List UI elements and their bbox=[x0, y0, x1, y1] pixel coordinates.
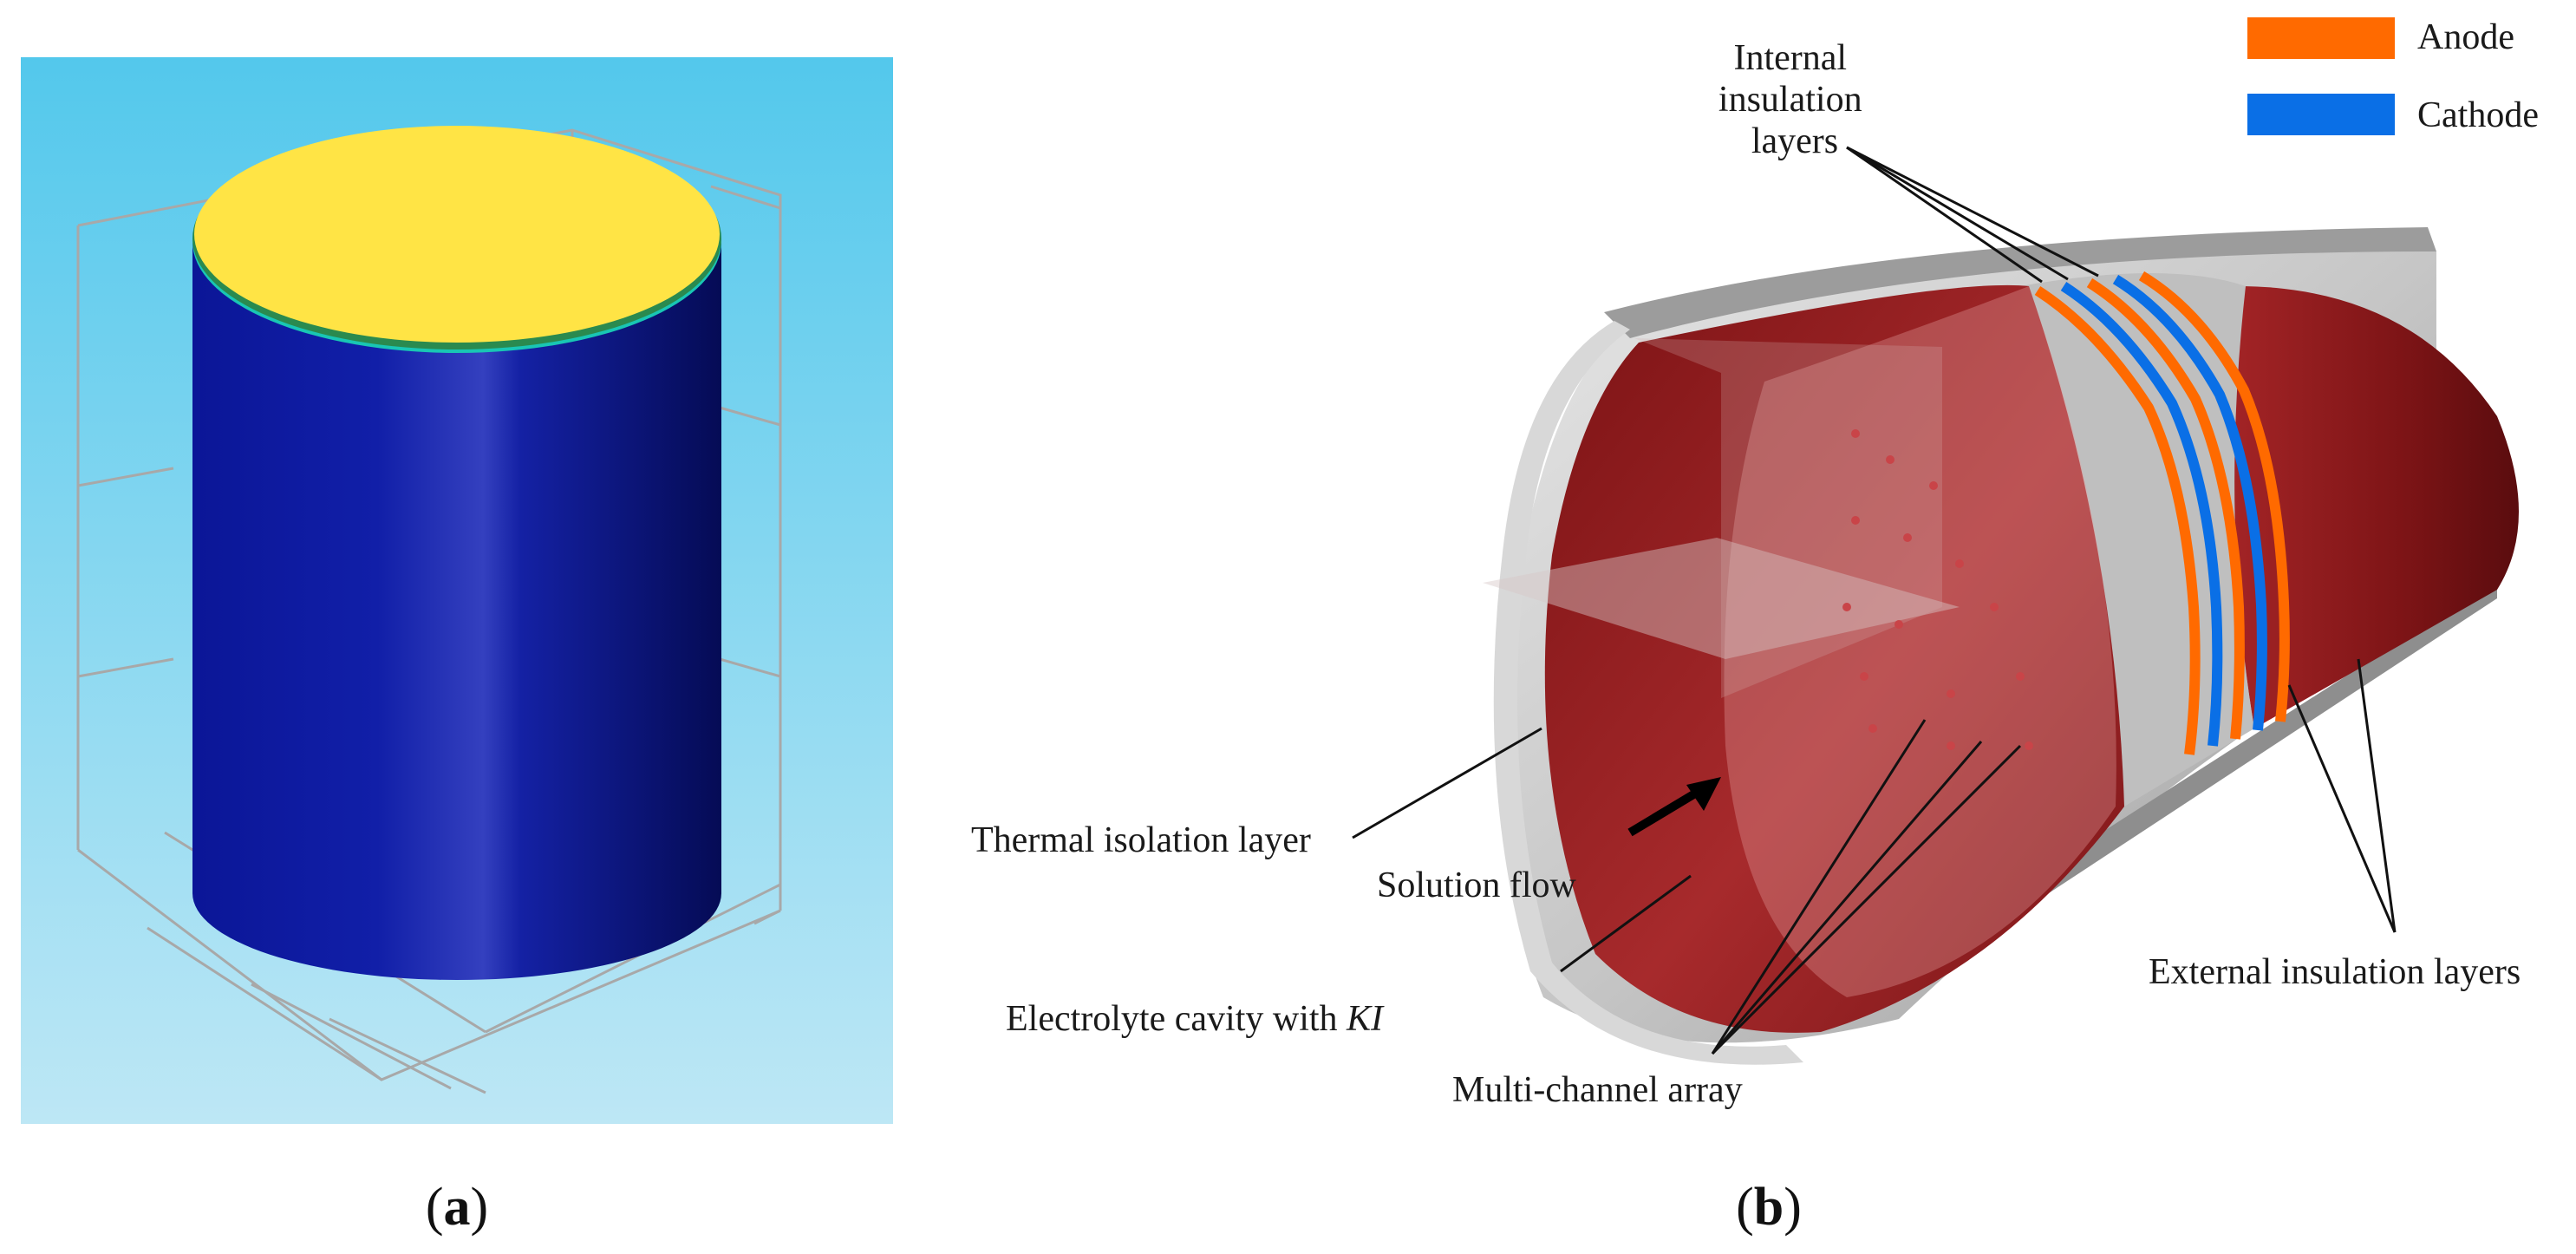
outer-red-surface bbox=[2231, 286, 2519, 728]
panel-b: Anode Cathode bbox=[971, 17, 2539, 1110]
top-shell-edge bbox=[1604, 227, 2436, 338]
legend-swatch-cathode bbox=[2247, 94, 2395, 135]
label-thermal-isolation: Thermal isolation layer bbox=[971, 820, 1311, 860]
anode-stripe-2 bbox=[2086, 278, 2245, 740]
translucent-disc bbox=[1724, 286, 2116, 997]
translucent-vertical-plane bbox=[1634, 338, 1942, 698]
cathode-stripe-1 bbox=[2060, 281, 2223, 747]
legend-swatch-anode bbox=[2247, 17, 2395, 59]
anode-stripe-3 bbox=[2138, 271, 2290, 722]
panel-a bbox=[21, 57, 893, 1124]
label-external-insulation: External insulation layers bbox=[2149, 952, 2521, 992]
label-internal-insulation: Internal insulation layers bbox=[1718, 38, 1871, 161]
electrolyte-cavity bbox=[1544, 284, 2124, 1033]
legend-label-anode: Anode bbox=[2417, 17, 2514, 57]
legend-label-cathode: Cathode bbox=[2417, 95, 2539, 135]
bottom-shell-edge bbox=[2020, 579, 2497, 906]
cylinder-top-face bbox=[194, 126, 720, 343]
label-solution-flow: Solution flow bbox=[1377, 865, 1577, 905]
channel-dots bbox=[1842, 429, 2033, 750]
solution-flow-arrow-shaft bbox=[1627, 787, 1702, 837]
caption-b: (b) bbox=[1736, 1178, 1802, 1237]
solution-flow-arrowhead bbox=[1686, 777, 1721, 811]
anode-stripe-1 bbox=[2034, 285, 2201, 755]
leader-lines bbox=[1352, 146, 2397, 1055]
cylinder-body bbox=[192, 238, 721, 980]
cathode-stripe-2 bbox=[2112, 274, 2267, 731]
label-multi-channel-array: Multi-channel array bbox=[1452, 1070, 1743, 1110]
label-electrolyte-cavity: Electrolyte cavity with KI bbox=[1006, 999, 1385, 1039]
electrode-stripes bbox=[2034, 271, 2290, 755]
translucent-horizontal-plane bbox=[1483, 538, 1960, 659]
caption-a: (a) bbox=[426, 1178, 488, 1237]
